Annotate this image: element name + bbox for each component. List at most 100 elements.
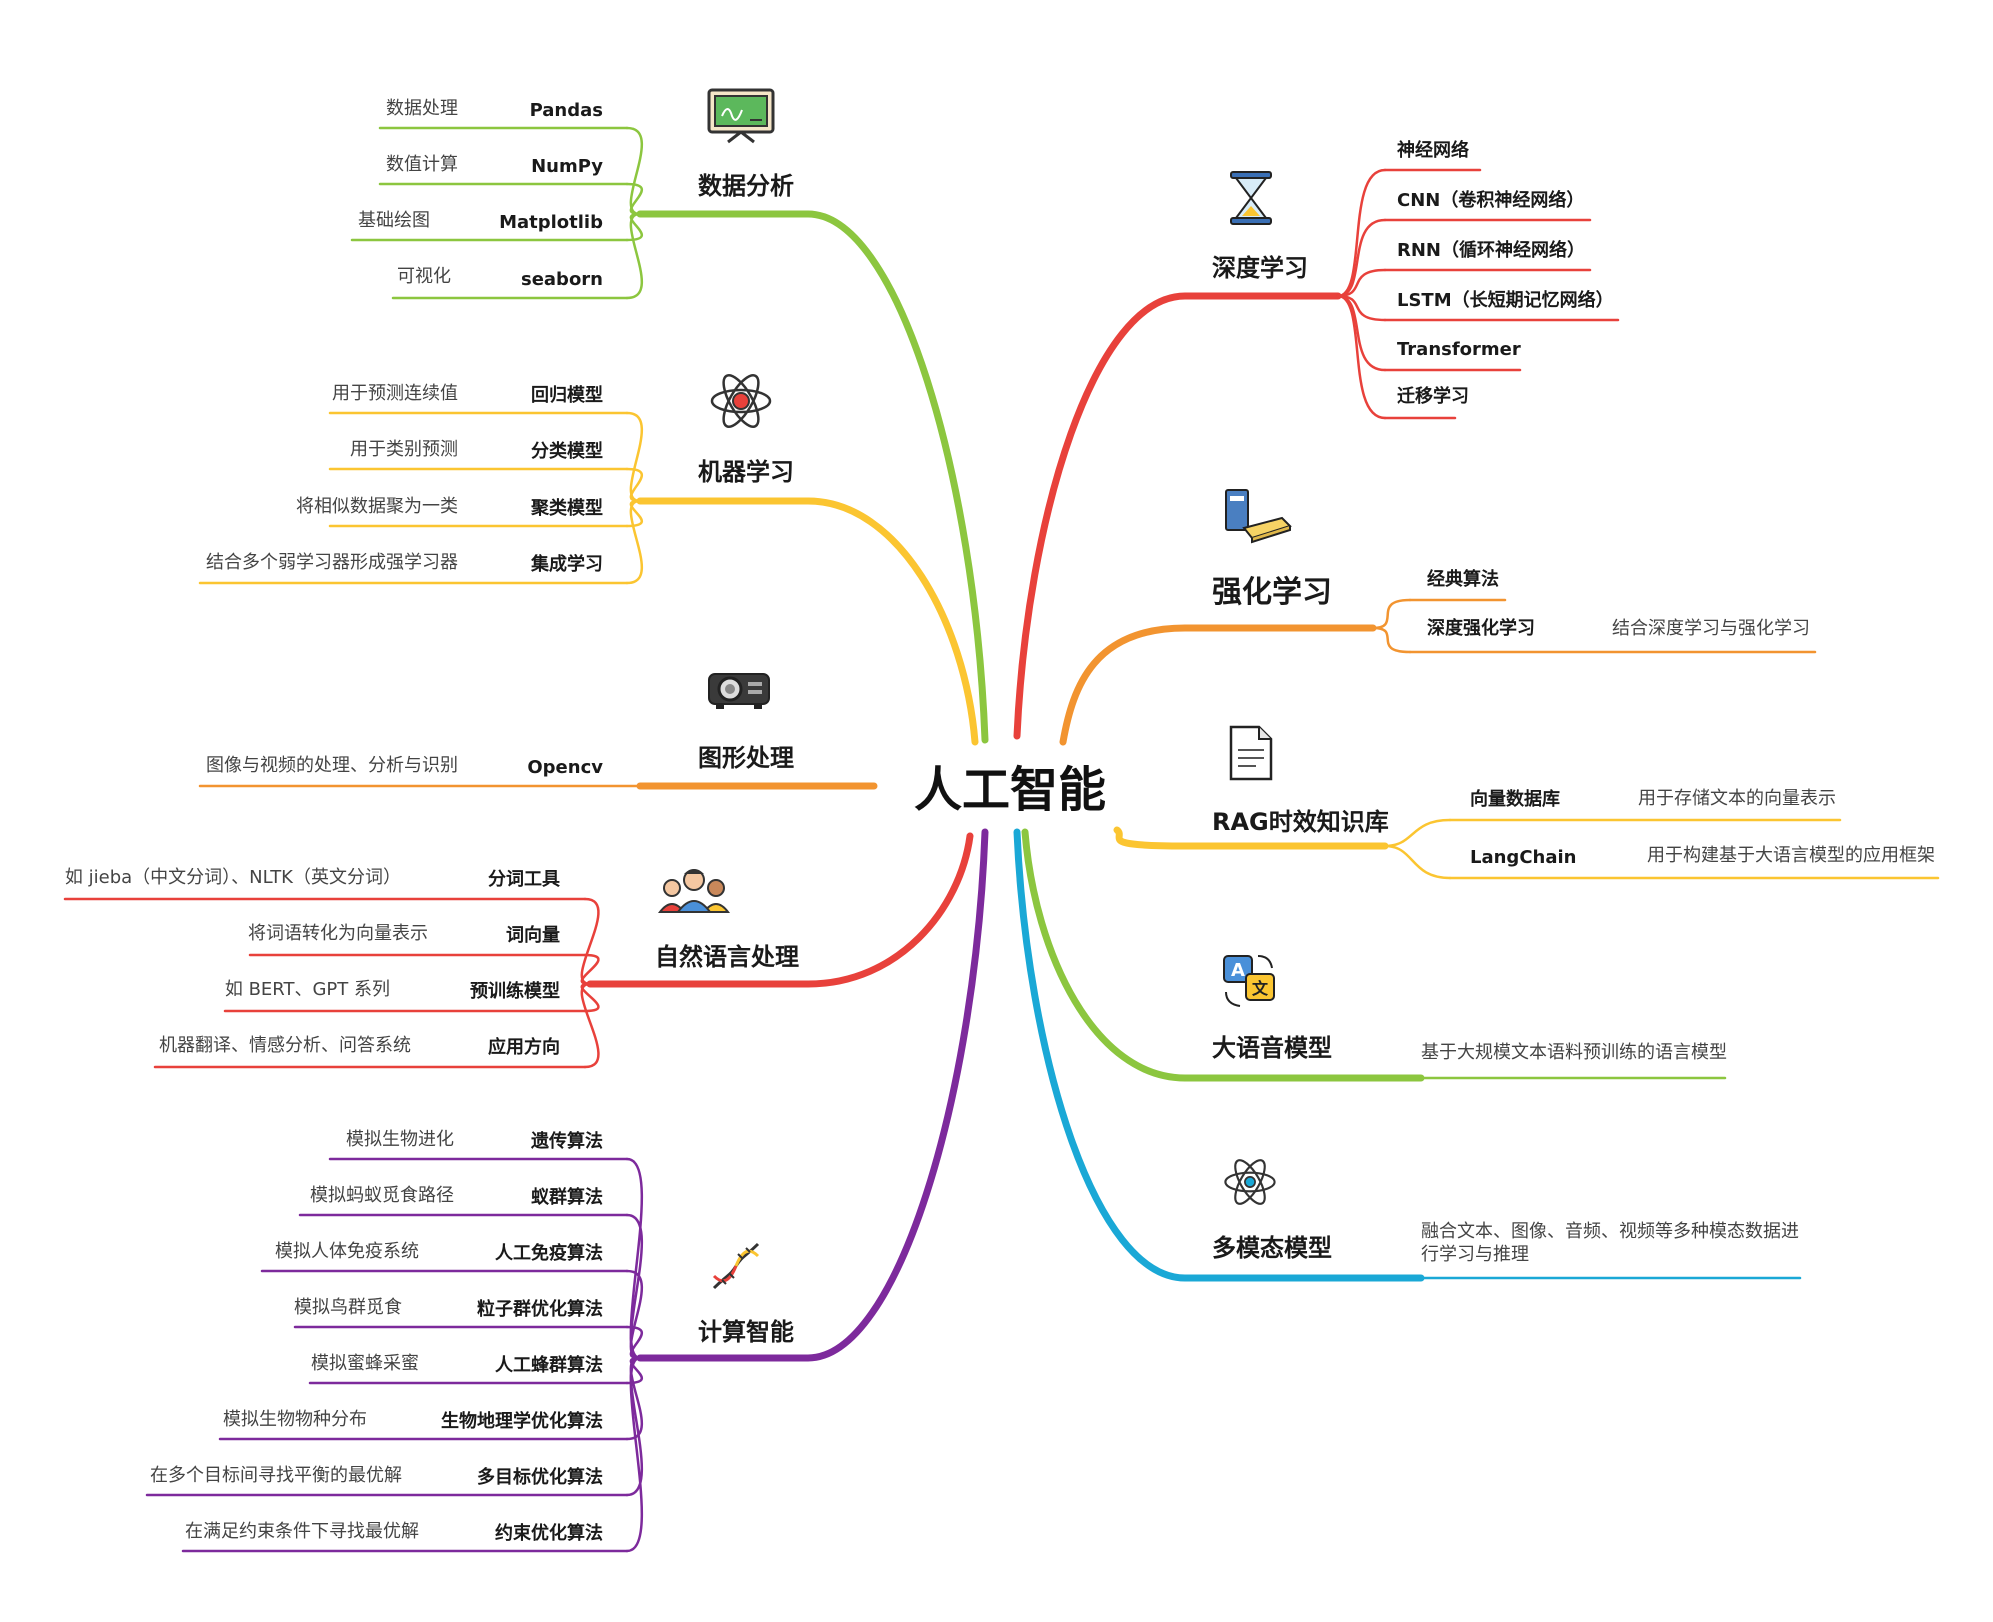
branch-rag[interactable]: RAG时效知识库 — [1212, 808, 1389, 836]
subtopic-pso[interactable]: 粒子群优化算法 — [477, 1299, 603, 1320]
note-pandas: 数据处理 — [386, 98, 458, 119]
subtopic-transformer[interactable]: Transformer — [1397, 339, 1521, 360]
subtopic-biogeography[interactable]: 生物地理学优化算法 — [441, 1411, 603, 1432]
sub-branch-line — [625, 499, 644, 585]
note-clustering: 将相似数据聚为一类 — [296, 496, 458, 517]
sub-branch-line — [580, 982, 600, 1013]
sub-branch-line — [625, 499, 643, 528]
subtopic-lstm[interactable]: LSTM（长短期记忆网络） — [1397, 290, 1614, 311]
subtopic-multi-objective[interactable]: 多目标优化算法 — [477, 1467, 603, 1488]
sub-branch-line — [625, 1356, 643, 1385]
subtopic-classification[interactable]: 分类模型 — [531, 441, 603, 462]
note-biogeography: 模拟生物物种分布 — [223, 1409, 367, 1430]
sub-branch-line — [625, 1325, 643, 1360]
subtopic-regression[interactable]: 回归模型 — [531, 385, 603, 406]
subtopic-bee-colony[interactable]: 人工蜂群算法 — [495, 1355, 603, 1376]
sub-branch-line — [625, 126, 644, 216]
sub-branch-line — [625, 1356, 644, 1553]
subtopic-cnn[interactable]: CNN（卷积神经网络） — [1397, 190, 1585, 211]
note-ant-colony: 模拟蚂蚁觅食路径 — [310, 1185, 454, 1206]
note-opencv: 图像与视频的处理、分析与识别 — [206, 755, 458, 776]
branch-computational-intelligence[interactable]: 计算智能 — [698, 1318, 794, 1346]
sub-branch-line — [625, 1157, 644, 1360]
branch-deep-learning[interactable]: 深度学习 — [1212, 254, 1308, 282]
branch-graphics-processing[interactable]: 图形处理 — [698, 744, 794, 772]
sub-branch-line — [1336, 168, 1387, 298]
subtopic-constrained[interactable]: 约束优化算法 — [495, 1523, 603, 1544]
svg-text:A: A — [1231, 960, 1245, 981]
sub-branch-line — [1383, 844, 1452, 880]
sub-branch-line — [1336, 218, 1387, 298]
note-pretrained: 如 BERT、GPT 系列 — [224, 979, 390, 1000]
note-bee-colony: 模拟蜜蜂采蜜 — [311, 1353, 419, 1374]
subtopic-applications[interactable]: 应用方向 — [488, 1037, 560, 1058]
note-large-model: 基于大规模文本语料预训练的语言模型 — [1421, 1042, 1727, 1063]
note-vector-db: 用于存储文本的向量表示 — [1638, 788, 1836, 809]
svg-text:文: 文 — [1252, 979, 1269, 998]
branch-multimodal[interactable]: 多模态模型 — [1212, 1234, 1332, 1262]
subtopic-tokenizer[interactable]: 分词工具 — [488, 869, 560, 890]
atom-icon — [1222, 1154, 1278, 1214]
branch-reinforcement-learning[interactable]: 强化学习 — [1212, 575, 1332, 610]
sub-branch-line — [625, 1213, 644, 1360]
subtopic-opencv[interactable]: Opencv — [527, 757, 603, 778]
subtopic-deep-rl[interactable]: 深度强化学习 — [1427, 618, 1535, 639]
note-deep-rl: 结合深度学习与强化学习 — [1612, 618, 1810, 639]
sub-branch-line — [1336, 294, 1387, 322]
subtopic-neural-network[interactable]: 神经网络 — [1397, 140, 1469, 161]
subtopic-numpy[interactable]: NumPy — [531, 156, 603, 177]
note-immune: 模拟人体免疫系统 — [275, 1241, 419, 1262]
branch-nlp[interactable]: 自然语言处理 — [655, 943, 799, 971]
subtopic-classic-algorithms[interactable]: 经典算法 — [1427, 569, 1499, 590]
hourglass-icon — [1228, 170, 1274, 230]
note-classification: 用于类别预测 — [350, 439, 458, 460]
note-regression: 用于预测连续值 — [332, 383, 458, 404]
main-branch-line — [636, 210, 989, 744]
branch-machine-learning[interactable]: 机器学习 — [698, 458, 794, 486]
subtopic-transfer-learning[interactable]: 迁移学习 — [1397, 386, 1469, 407]
sub-branch-line — [625, 467, 643, 503]
sub-branch-line — [1371, 626, 1412, 654]
subtopic-ensemble[interactable]: 集成学习 — [531, 554, 603, 575]
subtopic-ant-colony[interactable]: 蚁群算法 — [531, 1187, 603, 1208]
subtopic-pretrained[interactable]: 预训练模型 — [470, 981, 560, 1002]
books-icon — [1222, 486, 1294, 548]
subtopic-immune[interactable]: 人工免疫算法 — [495, 1243, 603, 1264]
subtopic-genetic[interactable]: 遗传算法 — [531, 1131, 603, 1152]
central-topic[interactable]: 人工智能 — [914, 762, 1107, 818]
sub-branch-line — [1336, 268, 1387, 298]
note-pso: 模拟鸟群觅食 — [294, 1297, 402, 1318]
document-icon — [1228, 724, 1274, 786]
sub-branch-line — [580, 897, 600, 986]
sub-branch-line — [625, 1356, 644, 1497]
subtopic-word-vector[interactable]: 词向量 — [506, 925, 560, 946]
projector-icon — [706, 668, 772, 716]
note-langchain: 用于构建基于大语言模型的应用框架 — [1647, 845, 1935, 866]
main-branch-line — [1059, 624, 1377, 746]
subtopic-rnn[interactable]: RNN（循环神经网络） — [1397, 240, 1585, 261]
sub-branch-line — [580, 982, 600, 1069]
subtopic-seaborn[interactable]: seaborn — [520, 269, 603, 290]
chalkboard-icon — [706, 86, 776, 148]
sub-branch-line — [625, 212, 644, 300]
sub-branch-line — [1336, 294, 1387, 420]
subtopic-vector-db[interactable]: 向量数据库 — [1470, 789, 1560, 810]
branch-data-analysis[interactable]: 数据分析 — [698, 172, 794, 200]
main-branch-line — [636, 497, 979, 746]
subtopic-pandas[interactable]: Pandas — [529, 100, 603, 121]
sub-branch-line — [580, 953, 600, 986]
note-multi-objective: 在多个目标间寻找平衡的最优解 — [150, 1465, 402, 1486]
subtopic-langchain[interactable]: LangChain — [1470, 847, 1577, 868]
note-numpy: 数值计算 — [386, 154, 458, 175]
note-seaborn: 可视化 — [397, 266, 451, 287]
sub-branch-line — [625, 1356, 644, 1441]
subtopic-clustering[interactable]: 聚类模型 — [531, 498, 603, 519]
sub-branch-line — [625, 411, 644, 503]
note-matplotlib: 基础绘图 — [358, 210, 430, 231]
note-multimodal: 融合文本、图像、音频、视频等多种模态数据进行学习与推理 — [1421, 1221, 1799, 1265]
branch-large-model[interactable]: 大语音模型 — [1212, 1034, 1332, 1062]
subtopic-matplotlib[interactable]: Matplotlib — [499, 212, 603, 233]
people-icon — [657, 866, 731, 918]
translate-icon: A 文 — [1222, 952, 1278, 1012]
atom-icon — [708, 368, 774, 438]
